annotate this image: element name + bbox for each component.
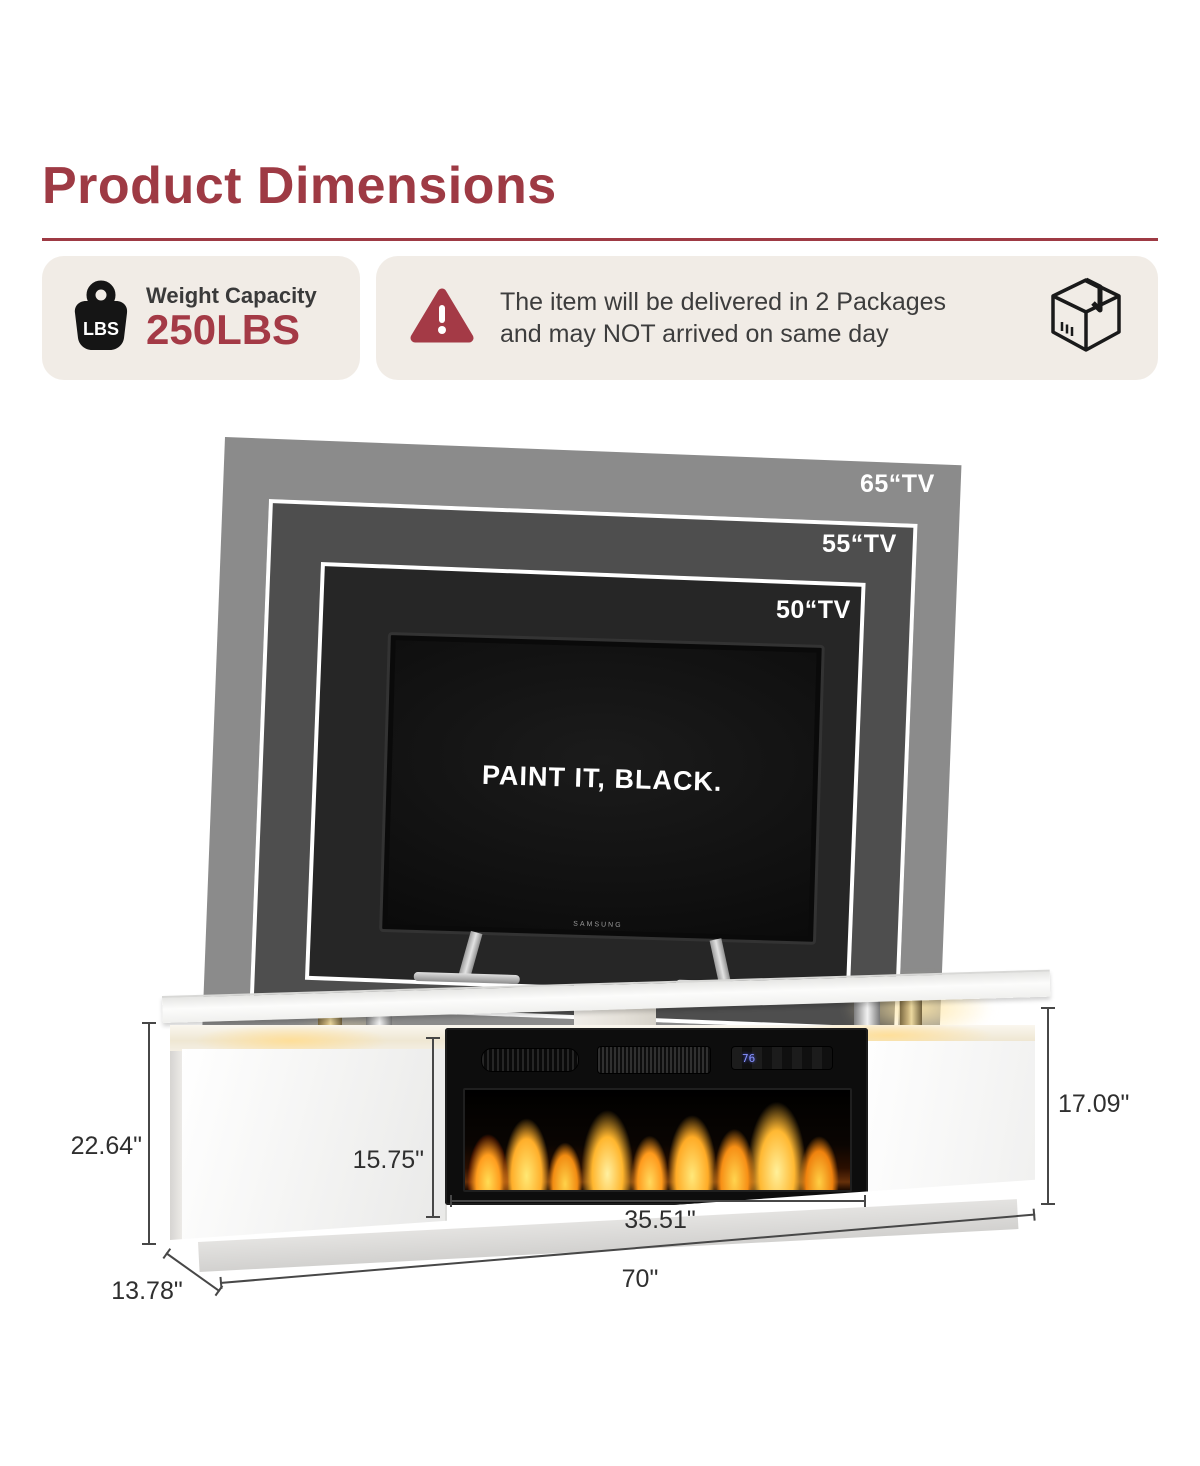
fireplace-vent-left (481, 1048, 579, 1072)
tv-size-label-65: 65“TV (860, 470, 935, 498)
weight-capacity-card: LBS Weight Capacity 250LBS (42, 256, 360, 380)
dimension-line-fireplace-width (450, 1195, 866, 1207)
svg-text:LBS: LBS (83, 319, 119, 339)
fireplace-vent-center (597, 1046, 711, 1074)
weight-capacity-label: Weight Capacity (146, 283, 317, 309)
tv-foot-left (413, 971, 520, 985)
tv-size-label-55: 55“TV (822, 530, 897, 558)
dimension-line-fireplace-height (426, 1037, 440, 1218)
dimension-cabinet-height: 17.09" (1058, 1090, 1130, 1118)
television: PAINT IT, BLACK. SAMSUNG (377, 632, 825, 1001)
weight-capacity-value: 250LBS (146, 305, 301, 353)
warning-triangle-icon (410, 287, 474, 350)
delivery-notice-line2: and may NOT arrived on same day (500, 320, 889, 348)
fireplace-control-panel: 76 (731, 1046, 833, 1070)
product-dimensions-illustration: 65“TV 55“TV 50“TV PAINT IT, BLACK. SAMSU… (0, 420, 1200, 1466)
weight-lbs-icon: LBS (72, 280, 130, 357)
tv-leg-left (458, 930, 483, 979)
tv-size-label-50: 50“TV (776, 596, 851, 624)
dimension-line-cabinet-height (1041, 1007, 1055, 1205)
electric-fireplace: 76 (445, 1028, 868, 1205)
dimension-total-height: 22.64" (70, 1132, 142, 1160)
tv-bezel: PAINT IT, BLACK. SAMSUNG (379, 632, 825, 945)
dimension-depth: 13.78" (111, 1277, 183, 1305)
tv-stand-cabinet: 76 (170, 1025, 1035, 1240)
dimension-total-width: 70" (621, 1265, 659, 1293)
delivery-notice-line1: The item will be delivered in 2 Packages (500, 287, 947, 316)
delivery-notice-text: The item will be delivered in 2 Packages… (500, 286, 1040, 351)
page-title: Product Dimensions (42, 157, 557, 215)
delivery-notice-card: The item will be delivered in 2 Packages… (376, 256, 1158, 380)
tv-screen: PAINT IT, BLACK. SAMSUNG (387, 640, 817, 937)
dimension-line-total-height (142, 1022, 156, 1245)
fireplace-flame-window (463, 1088, 852, 1192)
package-box-icon (1040, 270, 1132, 367)
dimension-fireplace-height: 15.75" (352, 1146, 424, 1174)
tv-screen-text: PAINT IT, BLACK. (481, 759, 723, 797)
cabinet-door-left (182, 1049, 447, 1240)
cabinet-side-face (170, 1025, 182, 1240)
dimension-fireplace-width: 35.51" (624, 1206, 696, 1234)
title-underline (42, 238, 1158, 241)
weight-capacity-texts: Weight Capacity 250LBS (146, 284, 317, 351)
tv-brand-logo: SAMSUNG (573, 920, 623, 930)
fireplace-temperature-display: 76 (742, 1051, 756, 1065)
